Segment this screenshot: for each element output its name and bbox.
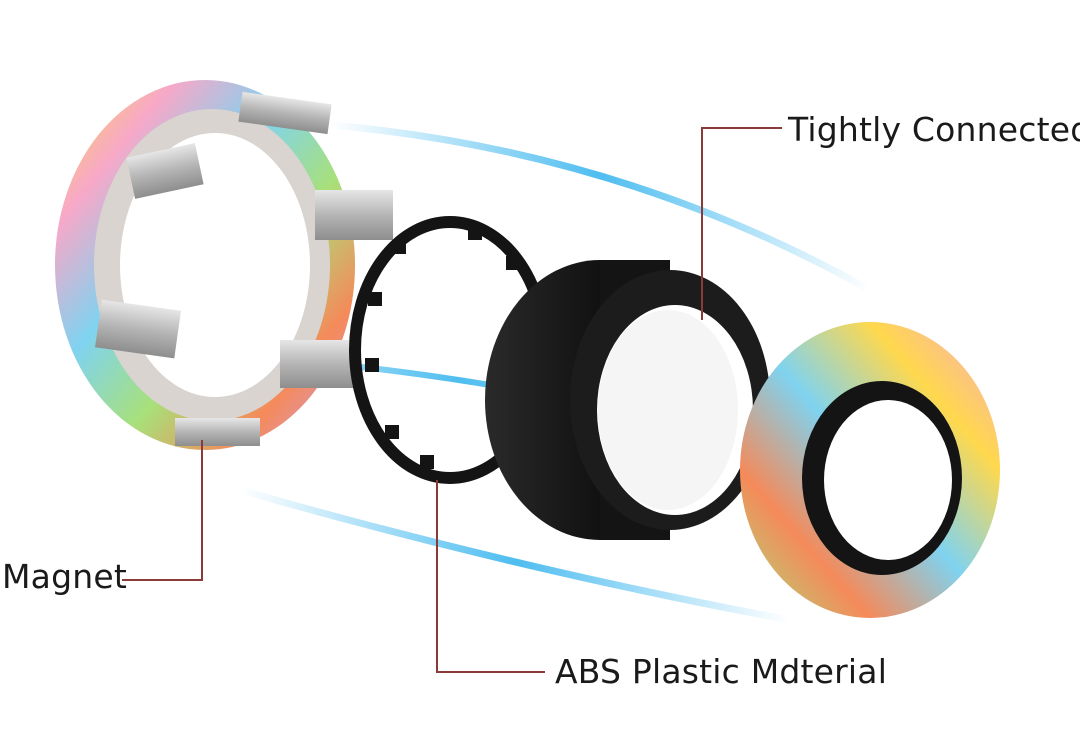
callout-abs-material: ABS Plastic Mdterial — [555, 652, 888, 691]
black-plastic-sleeve — [485, 260, 770, 540]
leader-line-abs — [436, 480, 545, 673]
magnet-block — [315, 190, 393, 240]
callout-tightly-connected: Tightly Connected — [788, 110, 1080, 149]
rainbow-ring-with-magnets — [55, 80, 393, 450]
magnet-block — [238, 91, 332, 135]
callout-magnet: Magnet — [2, 557, 127, 596]
leader-line-tight — [701, 127, 782, 320]
magnet-block — [95, 299, 181, 359]
rainbow-ring — [740, 322, 1000, 618]
leader-lines — [122, 127, 782, 673]
magnet-block — [175, 418, 260, 446]
leader-line-magnet — [122, 440, 203, 581]
magnet-block — [126, 143, 204, 199]
magnet-block — [280, 340, 355, 388]
